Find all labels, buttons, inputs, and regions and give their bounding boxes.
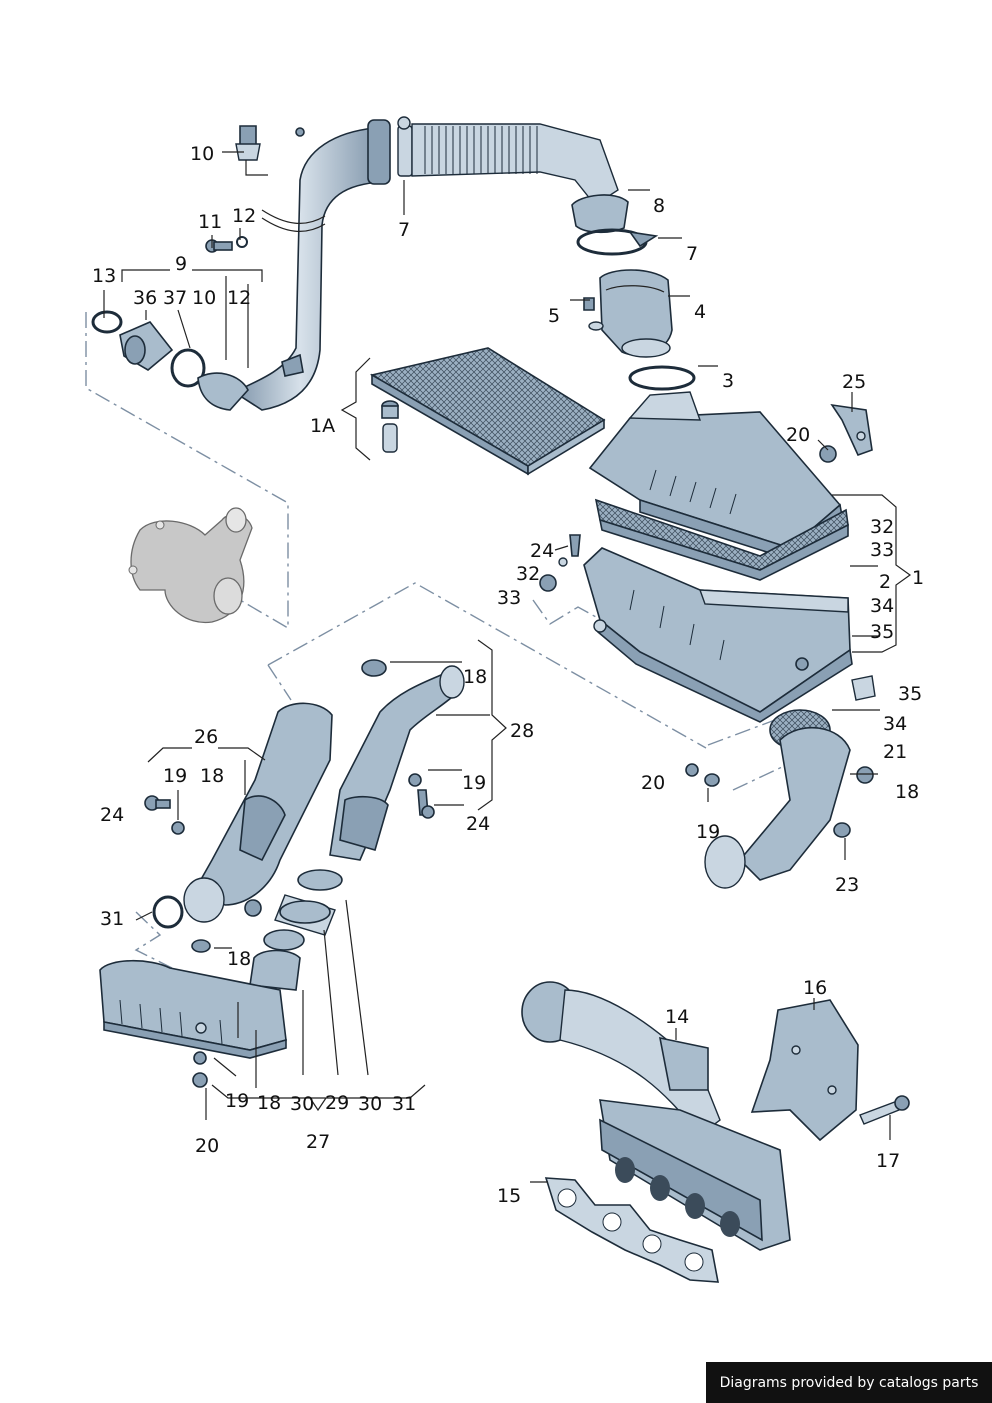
resonator-ribs [119, 999, 223, 1045]
callout-18: 18 [227, 948, 251, 970]
heat-shield [750, 999, 910, 1142]
callout-24: 24 [530, 540, 554, 562]
bellows-ribs [424, 126, 538, 174]
callout-18: 18 [895, 781, 919, 803]
resonator [99, 939, 287, 1088]
callout-3: 3 [722, 370, 734, 392]
callout-31: 31 [100, 908, 124, 930]
callout-19: 19 [225, 1090, 249, 1112]
callout-20: 20 [641, 772, 665, 794]
callout-33: 33 [497, 587, 521, 609]
footer-credit: Diagrams provided by catalogs parts [706, 1362, 992, 1403]
callout-32: 32 [516, 563, 540, 585]
callout-4: 4 [694, 301, 706, 323]
callout-24: 24 [100, 804, 124, 826]
callout-35: 35 [898, 683, 922, 705]
callout-33: 33 [870, 539, 894, 561]
callout-11: 11 [198, 211, 222, 233]
air-filter-housing [583, 391, 853, 723]
callout-1A: 1A [310, 415, 335, 437]
intake-duct [329, 659, 465, 861]
callout-21: 21 [883, 741, 907, 763]
callout-9: 9 [175, 253, 187, 275]
callout-18: 18 [200, 765, 224, 787]
callout-12: 12 [232, 205, 256, 227]
callout-18: 18 [463, 666, 487, 688]
callout-26: 26 [194, 726, 218, 748]
maf-sensor-group [576, 228, 696, 391]
callout-30: 30 [358, 1093, 382, 1115]
callout-13: 13 [92, 265, 116, 287]
callout-5: 5 [548, 305, 560, 327]
callout-30: 30 [290, 1093, 314, 1115]
callout-20: 20 [786, 424, 810, 446]
air-duct-right [685, 709, 874, 889]
callout-15: 15 [497, 1185, 521, 1207]
housing-ribs [629, 469, 737, 661]
callout-31: 31 [392, 1093, 416, 1115]
callout-16: 16 [803, 977, 827, 999]
callout-7: 7 [398, 219, 410, 241]
bracket-group [539, 403, 876, 701]
callout-7: 7 [686, 243, 698, 265]
leader-lines [103, 151, 912, 1183]
callout-19: 19 [163, 765, 187, 787]
callout-2: 2 [879, 571, 891, 593]
manifold-gasket [544, 1177, 719, 1283]
air-duct [144, 702, 333, 929]
hose-clamp-group [91, 236, 249, 411]
callout-35: 35 [870, 621, 894, 643]
callout-32: 32 [870, 516, 894, 538]
callout-10: 10 [190, 143, 214, 165]
callout-19: 19 [462, 772, 486, 794]
callout-8: 8 [653, 195, 665, 217]
callout-28: 28 [510, 720, 534, 742]
reference-lines [85, 312, 783, 969]
callout-34: 34 [883, 713, 907, 735]
callout-29: 29 [325, 1092, 349, 1114]
callout-23: 23 [835, 874, 859, 896]
sleeve-stack [249, 869, 343, 991]
filter-insert [369, 347, 606, 476]
callout-10: 10 [192, 287, 216, 309]
callout-19: 19 [696, 821, 720, 843]
callout-labels: 10 7 8 7 11 12 9 13 36 37 10 12 5 4 3 1A… [92, 143, 924, 1207]
callout-1: 1 [912, 567, 924, 589]
callout-34: 34 [870, 595, 894, 617]
callout-12: 12 [227, 287, 251, 309]
callout-36: 36 [133, 287, 157, 309]
callout-18: 18 [257, 1092, 281, 1114]
callout-27: 27 [306, 1131, 330, 1153]
upper-intake-pipe [232, 116, 629, 411]
callout-14: 14 [665, 1006, 689, 1028]
intake-manifold [521, 981, 791, 1251]
callout-37: 37 [163, 287, 187, 309]
callout-24: 24 [466, 813, 490, 835]
callout-17: 17 [876, 1150, 900, 1172]
callout-25: 25 [842, 371, 866, 393]
callout-20: 20 [195, 1135, 219, 1157]
turbocharger [128, 507, 253, 624]
